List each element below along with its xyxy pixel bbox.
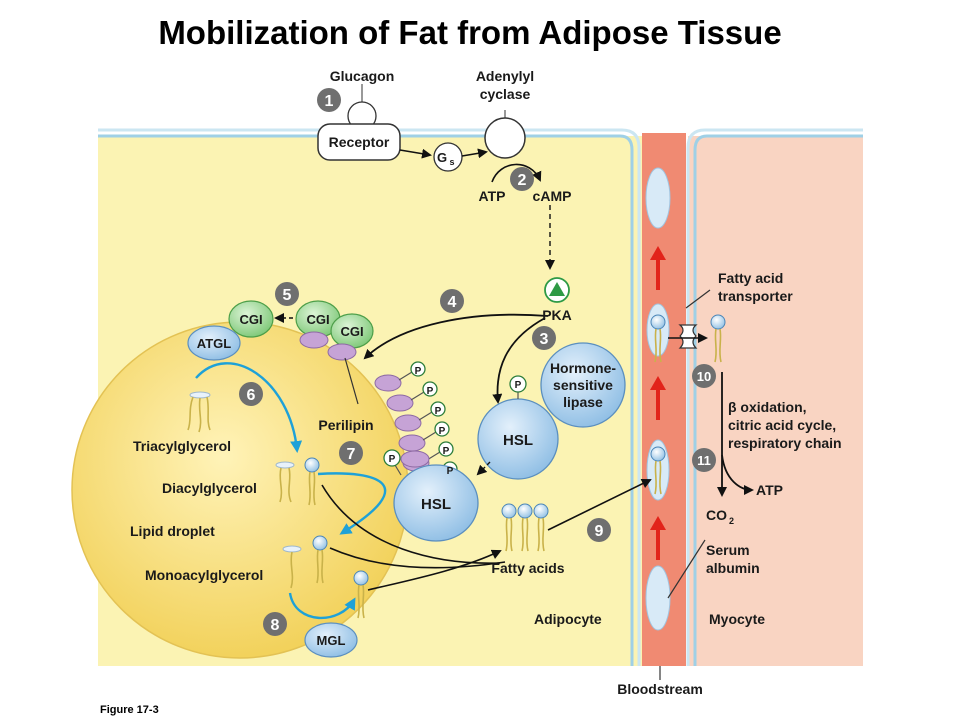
lipid-droplet-label: Lipid droplet — [130, 523, 215, 539]
receptor-label: Receptor — [329, 134, 390, 150]
step-badge: 7 — [339, 441, 363, 465]
beta-oxidation-label-2: citric acid cycle, — [728, 417, 836, 433]
step-badge: 4 — [440, 289, 464, 313]
gs-subscript: s — [449, 157, 454, 167]
step-8: 8 — [271, 617, 280, 634]
step-badge: 5 — [275, 282, 299, 306]
phosphate-label: P — [435, 406, 442, 417]
phosphate-label: P — [447, 466, 454, 477]
phosphate-label: P — [515, 380, 522, 391]
beta-oxidation-label-1: β oxidation, — [728, 399, 807, 415]
phosphate-label: P — [443, 446, 450, 457]
red-arrow-icon — [650, 376, 666, 420]
serum-albumin — [646, 303, 670, 357]
phosphate-icon — [509, 375, 527, 393]
glucagon-label: Glucagon — [330, 68, 395, 84]
adenylyl-label-1: Adenylyl — [476, 68, 534, 84]
phosphate-label: P — [427, 386, 434, 397]
monoacylglycerol-label: Monoacylglycerol — [145, 567, 263, 583]
atgl-label: ATGL — [197, 336, 231, 351]
mgl-enzyme — [304, 622, 358, 658]
step-5: 5 — [283, 287, 292, 304]
hsl-active-label: HSL — [421, 496, 451, 513]
hsl-label: HSL — [503, 432, 533, 449]
co2-subscript: 2 — [729, 516, 734, 526]
diacylglycerol-molecule — [275, 461, 295, 503]
beta-oxidation-label-3: respiratory chain — [728, 435, 842, 451]
triacylglycerol-label: Triacylglycerol — [133, 438, 231, 454]
step-badge: 10 — [692, 364, 716, 388]
hormone-label-3: lipase — [563, 394, 603, 410]
atp-output-label: ATP — [756, 482, 783, 498]
phosphate-label: P — [415, 366, 422, 377]
step-badge: 1 — [317, 88, 341, 112]
cgi-label: CGI — [340, 324, 363, 339]
perilipin-label: Perilipin — [318, 417, 373, 433]
figure-title: Mobilization of Fat from Adipose Tissue — [158, 14, 782, 51]
step-1: 1 — [325, 93, 334, 110]
diacylglycerol-label: Diacylglycerol — [162, 480, 257, 496]
cgi-protein — [228, 300, 274, 338]
phosphate-label: P — [439, 426, 446, 437]
step-11: 11 — [697, 453, 711, 468]
adenylyl-label-2: cyclase — [480, 86, 531, 102]
myocyte-label: Myocyte — [709, 611, 765, 627]
serum-albumin-label-2: albumin — [706, 560, 760, 576]
cgi-label: CGI — [239, 312, 262, 327]
figure-caption: Figure 17-3 — [100, 704, 159, 716]
hormone-label-2: sensitive — [553, 377, 613, 393]
receptor — [317, 123, 401, 161]
co2-label: CO — [706, 507, 727, 523]
step-4: 4 — [448, 294, 457, 311]
atgl-enzyme — [187, 325, 241, 361]
hormone-sensitive-lipase — [540, 342, 626, 428]
fa-transporter-label-2: transporter — [718, 288, 793, 304]
monoacylglycerol-molecule — [282, 545, 302, 589]
serum-albumin — [645, 565, 671, 631]
triacylglycerol-molecule — [187, 391, 211, 433]
fatty-acid-transporter — [678, 289, 711, 349]
step-badge: 11 — [692, 448, 716, 472]
red-arrow-icon — [650, 516, 666, 560]
step-7: 7 — [347, 446, 356, 463]
fatty-acids-label: Fatty acids — [491, 560, 564, 576]
phosphate-icon — [383, 449, 401, 467]
cgi-label: CGI — [306, 312, 329, 327]
step-badge: 9 — [587, 518, 611, 542]
adenylyl-cyclase — [484, 117, 526, 159]
atp-label: ATP — [479, 188, 506, 204]
hsl-enzyme-active — [393, 464, 479, 542]
step-6: 6 — [247, 387, 256, 404]
red-arrow-icon — [650, 246, 666, 290]
adipocyte-label: Adipocyte — [534, 611, 602, 627]
step-badge: 6 — [239, 382, 263, 406]
camp-label: cAMP — [533, 188, 572, 204]
step-10: 10 — [697, 369, 711, 384]
step-badge: 8 — [263, 612, 287, 636]
step-badge: 2 — [510, 167, 534, 191]
step-2: 2 — [518, 172, 527, 189]
fa-transporter-label-1: Fatty acid — [718, 270, 783, 286]
gs-label: G — [437, 150, 447, 165]
mgl-label: MGL — [317, 633, 346, 648]
step-badge: 3 — [532, 326, 556, 350]
phosphate-label: P — [389, 454, 396, 465]
serum-albumin — [645, 167, 671, 229]
serum-albumin-label-1: Serum — [706, 542, 750, 558]
step-3: 3 — [540, 331, 549, 348]
step-9: 9 — [595, 523, 604, 540]
bloodstream-label: Bloodstream — [617, 681, 703, 697]
myocyte-cytoplasm — [688, 136, 863, 666]
pka-label: PKA — [542, 307, 572, 323]
gs-protein — [433, 142, 463, 172]
hormone-label-1: Hormone- — [550, 360, 616, 376]
